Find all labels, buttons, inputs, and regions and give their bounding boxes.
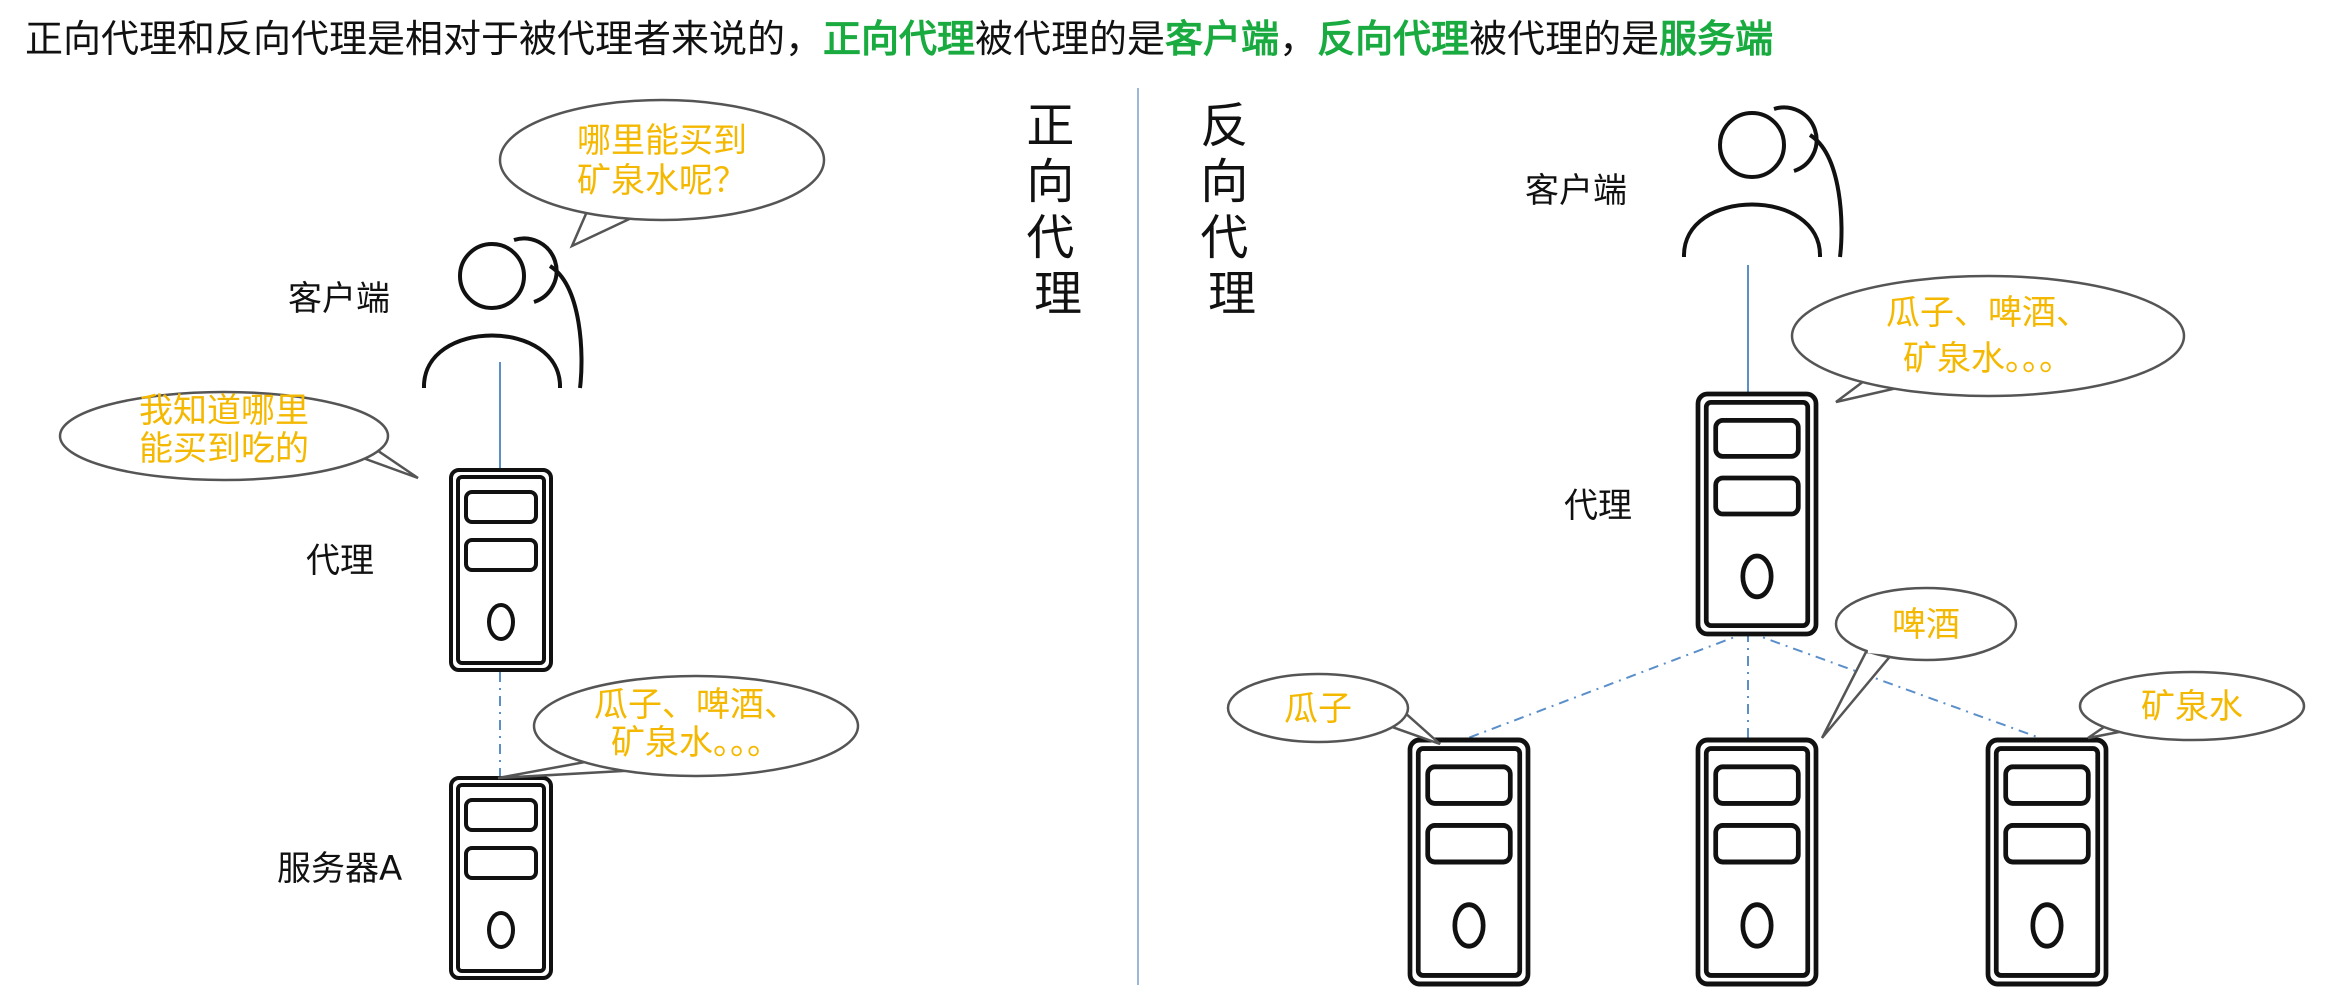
intro-highlight-forward: 正向代理 — [823, 17, 975, 61]
reverse-title: 反 向 代 理 — [1200, 98, 1263, 322]
server-speech-bubble: 瓜子、啤酒、 矿泉水。。。 — [497, 674, 860, 780]
bubble-line: 矿泉水。。。 — [1903, 339, 2073, 379]
intro-part: 被代理的是 — [975, 17, 1165, 61]
intro-part: 正向代理和反向代理是相对于被代理者来说的， — [25, 17, 823, 61]
server-kuangquanshui-icon — [1988, 740, 2106, 984]
bubble-label: 啤酒 — [1892, 605, 1960, 645]
proxy-speech-bubble: 我知道哪里 能买到吃的 — [58, 390, 419, 482]
bubble-line: 矿泉水呢？ — [577, 161, 747, 201]
forward-client-label: 客户端 — [288, 279, 390, 319]
proxy-branch-link — [1467, 631, 1749, 739]
intro-part: ， — [1279, 17, 1317, 61]
intro-part: 被代理的是 — [1469, 17, 1659, 61]
intro-highlight-server: 服务端 — [1659, 17, 1773, 61]
reverse-proxy-label: 代理 — [1564, 486, 1632, 526]
bubble-line: 哪里能买到 — [577, 121, 747, 161]
title-char: 理 — [1208, 266, 1256, 322]
guazi-speech-bubble: 瓜子 — [1226, 672, 1441, 746]
bubble-line: 瓜子、啤酒、 — [594, 685, 798, 725]
bubble-line: 矿泉水。。。 — [611, 723, 781, 763]
bubble-label: 矿泉水 — [2141, 687, 2243, 727]
title-char: 代 — [1200, 210, 1248, 266]
intro-highlight-client: 客户端 — [1165, 17, 1279, 61]
reverse-proxy-server-icon — [1698, 394, 1816, 634]
server-a-icon — [449, 776, 553, 980]
bubble-line: 瓜子、啤酒、 — [1886, 293, 2090, 333]
server-pijiu-icon — [1698, 740, 1816, 984]
forward-title: 正 向 代 理 — [1026, 98, 1089, 322]
intro-highlight-reverse: 反向代理 — [1317, 17, 1469, 61]
forward-server-label: 服务器A — [277, 849, 402, 889]
bubble-line: 我知道哪里 — [139, 391, 309, 431]
title-char: 理 — [1034, 266, 1082, 322]
reverse-client-label: 客户端 — [1525, 171, 1627, 211]
bubble-line: 能买到吃的 — [139, 429, 309, 469]
title-char: 代 — [1026, 210, 1074, 266]
reverse-proxy-speech-bubble: 瓜子、啤酒、 矿泉水。。。 — [1790, 274, 2186, 404]
reverse-client-person-icon — [1681, 105, 1844, 259]
proxy-branch-link — [1747, 631, 2041, 739]
proxy-server-icon — [449, 468, 553, 672]
title-char: 正 — [1026, 98, 1074, 154]
title-char: 向 — [1200, 154, 1248, 210]
title-char: 向 — [1026, 154, 1074, 210]
kuangquanshui-speech-bubble: 矿泉水 — [2078, 670, 2306, 742]
client-person-icon — [421, 236, 584, 390]
title-char: 反 — [1200, 98, 1248, 154]
intro-text: 正向代理和反向代理是相对于被代理者来说的，正向代理被代理的是客户端，反向代理被代… — [25, 17, 1773, 61]
client-speech-bubble: 哪里能买到 矿泉水呢？ — [498, 98, 826, 249]
pijiu-speech-bubble: 啤酒 — [1820, 586, 2018, 739]
forward-proxy-label: 代理 — [306, 541, 374, 581]
server-guazi-icon — [1410, 740, 1528, 984]
bubble-label: 瓜子 — [1284, 689, 1352, 729]
